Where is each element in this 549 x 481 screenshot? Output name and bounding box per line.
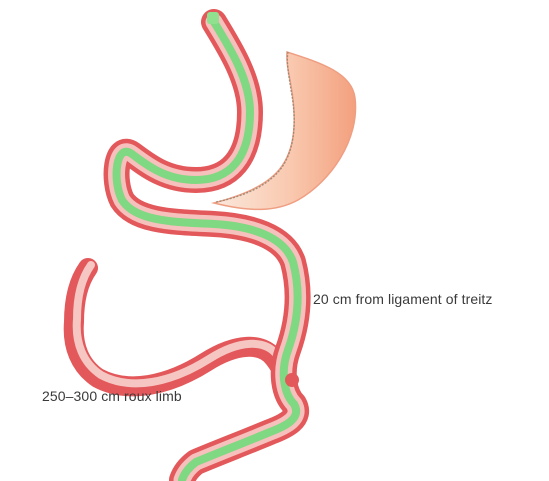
gastric-pouch-and-common-channel — [117, 22, 298, 480]
roux-limb-label: 250–300 cm roux limb — [42, 388, 182, 404]
jejunojejunostomy — [285, 373, 299, 387]
esophagus-tip — [207, 12, 219, 24]
roux-limb — [74, 265, 291, 394]
bowel-outer — [117, 22, 298, 480]
ligament-of-treitz-label: 20 cm from ligament of treitz — [313, 291, 493, 307]
